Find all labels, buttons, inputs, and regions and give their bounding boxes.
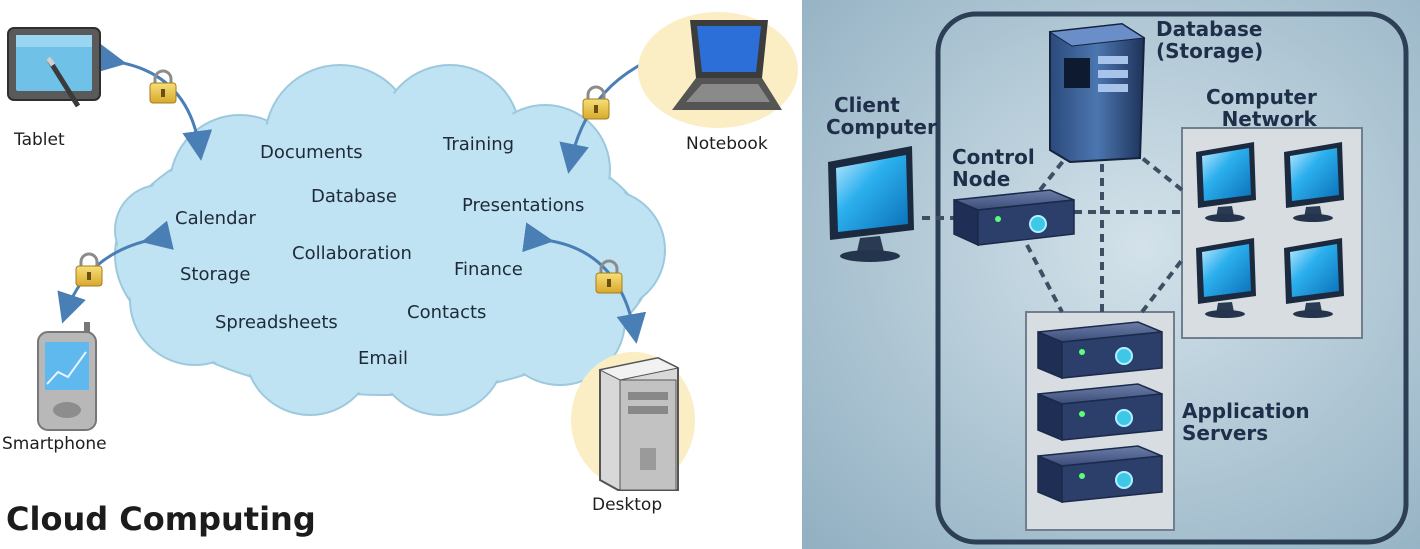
service-label: Database	[311, 186, 397, 207]
service-label: Email	[358, 348, 408, 369]
network-monitor-icon	[1284, 142, 1344, 222]
control-node-label: Control Node	[952, 145, 1035, 191]
service-label: Presentations	[462, 195, 585, 216]
notebook-label: Notebook	[686, 134, 768, 154]
lock-icon	[595, 259, 623, 294]
database-label: Database (Storage)	[1156, 17, 1264, 63]
control-node-server-icon	[953, 189, 1075, 247]
service-label: Contacts	[407, 302, 487, 323]
client-computer-label: Client Computer	[826, 93, 937, 139]
cloud-boundary-frame	[935, 11, 1409, 545]
tablet-icon	[7, 27, 101, 108]
service-label: Finance	[454, 259, 523, 280]
tablet-label: Tablet	[14, 130, 65, 150]
service-label: Collaboration	[292, 243, 412, 264]
smartphone-icon	[37, 322, 97, 431]
database-server-icon	[1048, 22, 1146, 164]
network-monitor-icon	[1196, 238, 1256, 318]
smartphone-label: Smartphone	[2, 434, 107, 454]
service-label: Storage	[180, 264, 251, 285]
lock-icon	[582, 85, 610, 120]
cloud-computing-panel: Documents Training Database Presentation…	[2, 12, 798, 538]
computer-network-label: Computer Network	[1206, 85, 1317, 131]
application-server-icon	[1037, 321, 1163, 380]
application-server-icon	[1037, 383, 1163, 442]
service-label: Training	[443, 134, 515, 155]
cloud-shape	[114, 64, 666, 416]
service-label: Documents	[260, 142, 363, 163]
desktop-label: Desktop	[592, 495, 663, 515]
application-server-icon	[1037, 445, 1163, 504]
cloud-diagram-canvas	[7, 12, 798, 491]
client-computer-monitor-icon	[828, 146, 914, 262]
lock-icon	[149, 69, 177, 104]
application-servers-label: Application Servers	[1182, 399, 1310, 445]
service-label: Calendar	[175, 208, 256, 229]
network-monitor-icon	[1196, 142, 1256, 222]
architecture-panel: Database (Storage) Computer Network Clie…	[802, 0, 1420, 549]
network-monitor-icon	[1284, 238, 1344, 318]
notebook-icon	[638, 12, 798, 128]
lock-icon	[75, 252, 103, 287]
cloud-computing-title: Cloud Computing	[6, 500, 316, 538]
architecture-canvas	[802, 0, 1420, 549]
service-label: Spreadsheets	[215, 312, 338, 333]
desktop-icon	[571, 352, 695, 491]
arrow-desktop	[522, 222, 647, 344]
